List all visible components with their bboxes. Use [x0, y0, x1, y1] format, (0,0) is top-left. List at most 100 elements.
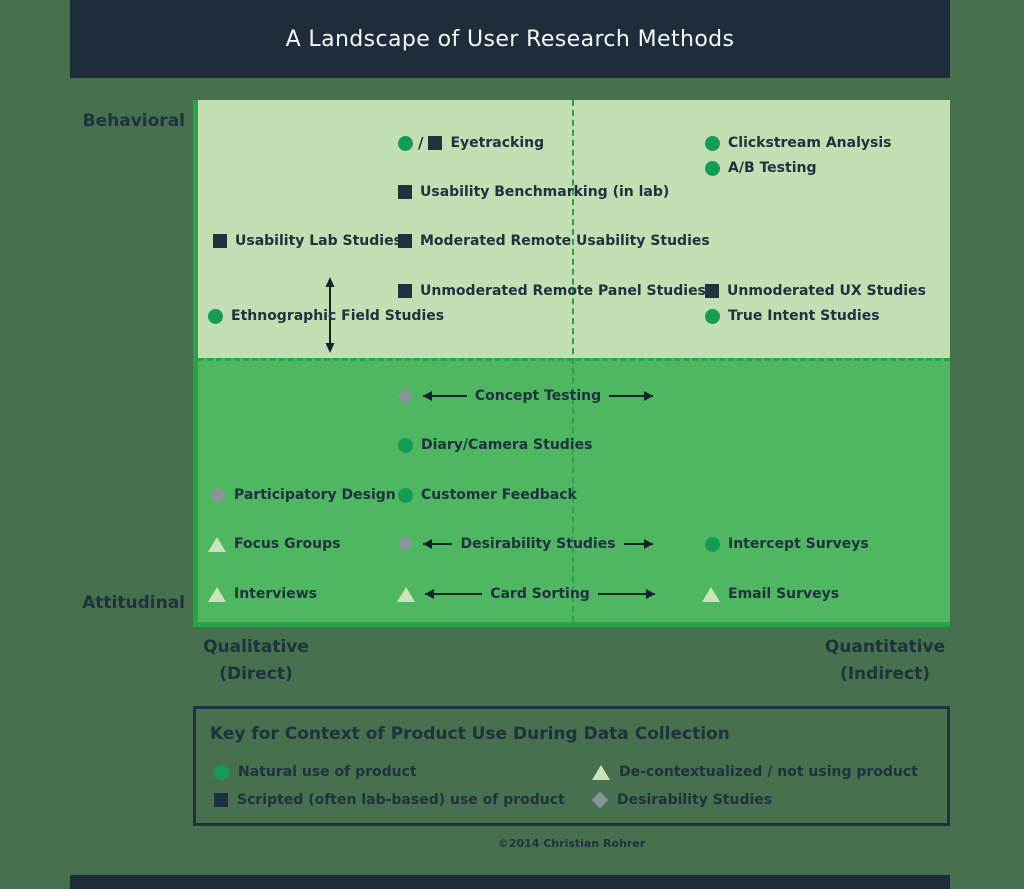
method-label: Concept Testing [474, 388, 602, 404]
diamond-marker-icon [209, 486, 227, 504]
square-marker-icon [398, 234, 412, 248]
method-label: Focus Groups [234, 536, 341, 552]
axis-label-behavioral: Behavioral [82, 111, 185, 131]
method-focus-groups: Focus Groups [208, 533, 340, 555]
legend-item-label: Desirability Studies [617, 792, 773, 808]
copyright-text: ©2014 Christian Rohrer [497, 837, 646, 850]
circle-marker-icon [705, 160, 720, 176]
triangle-marker-icon [592, 764, 610, 780]
method-moderated-remote-usability-studies: Moderated Remote Usability Studies [398, 230, 710, 252]
attitudinal-quadrant-area [198, 358, 950, 622]
method-label: Moderated Remote Usability Studies [420, 233, 710, 249]
right-arrow-icon [623, 538, 654, 550]
title-bar: A Landscape of User Research Methods [70, 0, 950, 78]
method-customer-feedback: Customer Feedback [398, 484, 577, 506]
square-marker-icon [213, 234, 227, 248]
legend-item-circle: Natural use of product [214, 760, 417, 784]
triangle-marker-icon [208, 536, 226, 552]
method-label: Diary/Camera Studies [421, 437, 593, 453]
method-unmoderated-ux-studies: Unmoderated UX Studies [705, 280, 926, 302]
square-marker-icon [214, 793, 228, 807]
right-arrow-icon [609, 390, 653, 402]
method-label: Unmoderated Remote Panel Studies [420, 283, 706, 299]
square-marker-icon [428, 136, 443, 150]
legend-item-label: Scripted (often lab-based) use of produc… [237, 792, 565, 808]
circle-marker-icon [208, 308, 223, 324]
quadrant-chart [193, 100, 950, 627]
vertical-double-arrow-icon [325, 277, 335, 353]
method-label: Usability Lab Studies [235, 233, 402, 249]
method-card-sorting: Card Sorting [397, 583, 656, 605]
triangle-marker-icon [208, 586, 226, 602]
method-label: Participatory Design [234, 487, 396, 503]
triangle-marker-icon [397, 586, 415, 602]
legend-item-square: Scripted (often lab-based) use of produc… [214, 788, 565, 812]
method-label: Unmoderated UX Studies [727, 283, 926, 299]
legend-item-diamond: Desirability Studies [591, 788, 773, 812]
method-label: Interviews [234, 586, 317, 602]
vertical-divider-dashed [572, 100, 574, 622]
circle-marker-icon [398, 437, 413, 453]
method-usability-lab-studies: Usability Lab Studies [213, 230, 402, 252]
method-diary-camera-studies: Diary/Camera Studies [398, 434, 592, 456]
method-eyetracking: / Eyetracking [398, 132, 544, 154]
method-clickstream-analysis: Clickstream Analysis [705, 132, 891, 154]
double-arrow-label: Desirability Studies [423, 536, 654, 552]
circle-marker-icon [705, 135, 720, 151]
circle-marker-icon [398, 487, 413, 503]
bottom-navy-strip [70, 875, 950, 889]
axis-label-qualitative-line2: (Direct) [219, 664, 293, 684]
triangle-marker-icon [702, 586, 720, 602]
method-label: Ethnographic Field Studies [231, 308, 445, 324]
circle-marker-icon [705, 308, 720, 324]
left-arrow-icon [425, 588, 483, 600]
double-arrow-label: Card Sorting [425, 586, 656, 602]
diamond-marker-icon [396, 535, 414, 553]
double-arrow-label: Concept Testing [423, 388, 653, 404]
method-usability-benchmarking: Usability Benchmarking (in lab) [398, 181, 669, 203]
left-arrow-icon [423, 538, 453, 550]
method-ethnographic-field-studies: Ethnographic Field Studies [208, 305, 444, 327]
right-arrow-icon [597, 588, 656, 600]
axis-label-attitudinal: Attitudinal [82, 593, 185, 613]
method-label: Eyetracking [450, 135, 545, 151]
page-title: A Landscape of User Research Methods [285, 26, 735, 52]
axis-label-qualitative: Qualitative (Direct) [156, 634, 356, 688]
method-ab-testing: A/B Testing [705, 157, 817, 179]
axis-label-quantitative: Quantitative (Indirect) [785, 634, 985, 688]
diamond-marker-icon [396, 387, 414, 405]
circle-marker-icon [214, 764, 229, 780]
method-label: Email Surveys [728, 586, 840, 602]
method-true-intent-studies: True Intent Studies [705, 305, 880, 327]
legend-item-label: Natural use of product [238, 764, 417, 780]
method-concept-testing: Concept Testing [396, 385, 653, 407]
method-interviews: Interviews [208, 583, 317, 605]
legend-title: Key for Context of Product Use During Da… [210, 724, 730, 744]
square-marker-icon [398, 284, 412, 298]
method-label: True Intent Studies [728, 308, 880, 324]
method-desirability-studies: Desirability Studies [396, 533, 654, 555]
method-label: Card Sorting [490, 586, 590, 602]
legend-item-label: De-contextualized / not using product [619, 764, 918, 780]
method-label: Desirability Studies [460, 536, 616, 552]
method-intercept-surveys: Intercept Surveys [705, 533, 869, 555]
method-unmoderated-remote-panel-studies: Unmoderated Remote Panel Studies [398, 280, 706, 302]
square-marker-icon [398, 185, 412, 199]
method-label: Clickstream Analysis [728, 135, 892, 151]
legend-box: Key for Context of Product Use During Da… [193, 706, 950, 826]
circle-marker-icon [398, 135, 413, 151]
axis-label-qualitative-line1: Qualitative [203, 637, 309, 657]
circle-marker-icon [705, 536, 720, 552]
method-email-surveys: Email Surveys [702, 583, 839, 605]
axis-label-quantitative-line2: (Indirect) [839, 664, 931, 684]
legend-item-triangle: De-contextualized / not using product [592, 760, 918, 784]
method-label: A/B Testing [728, 160, 817, 176]
method-label: Intercept Surveys [728, 536, 869, 552]
method-label: Customer Feedback [421, 487, 577, 503]
axis-label-quantitative-line1: Quantitative [824, 637, 946, 657]
marker-separator: / [418, 134, 424, 152]
left-arrow-icon [423, 390, 467, 402]
method-participatory-design: Participatory Design [209, 484, 396, 506]
diamond-marker-icon [591, 791, 609, 809]
